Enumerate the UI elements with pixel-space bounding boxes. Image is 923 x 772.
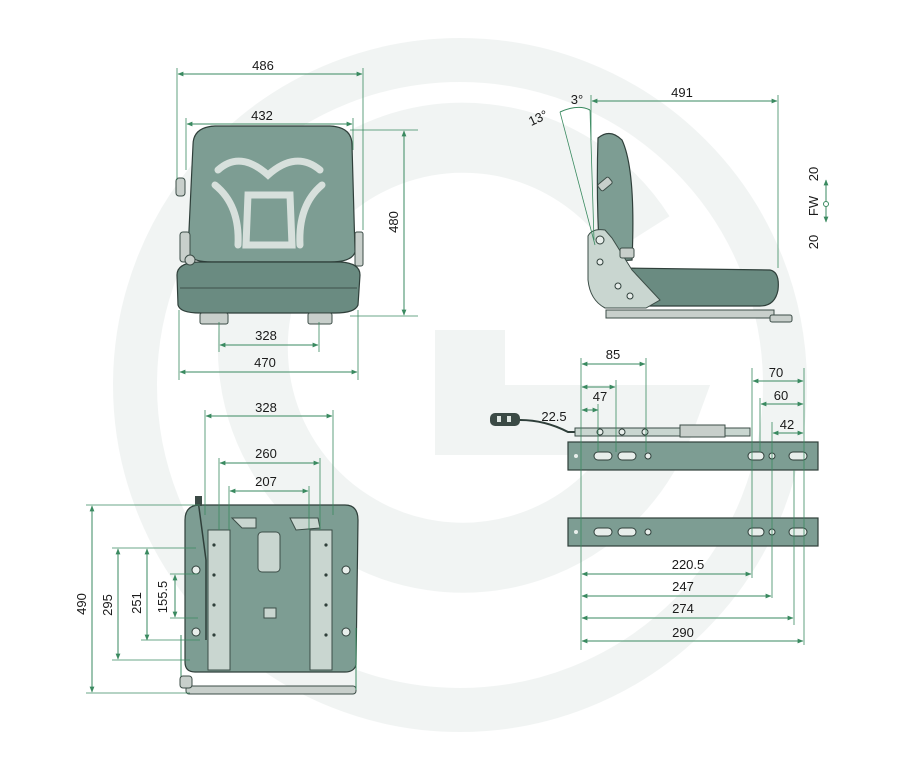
dim-155-5: 155.5 <box>155 581 170 614</box>
dim-490: 490 <box>74 593 89 615</box>
side-backrest <box>596 132 634 263</box>
dim-486: 486 <box>252 58 274 73</box>
dim-328-bottom: 328 <box>255 400 277 415</box>
rail-lever-handle <box>490 413 520 426</box>
dim-260: 260 <box>255 446 277 461</box>
left-rail <box>207 529 231 671</box>
dim-60: 60 <box>774 388 788 403</box>
fw-minus: 20 <box>806 235 821 249</box>
dim-70: 70 <box>769 365 783 380</box>
dim-42: 42 <box>780 417 794 432</box>
backrest-pattern <box>211 157 326 249</box>
seat-cushion <box>176 261 361 314</box>
side-rail <box>605 309 775 319</box>
angle-3: 3° <box>571 92 583 107</box>
dim-470: 470 <box>254 355 276 370</box>
right-rail <box>309 529 333 671</box>
dim-274: 274 <box>672 601 694 616</box>
dim-432: 432 <box>251 108 273 123</box>
side-bracket <box>587 229 661 309</box>
g-logo-watermark <box>113 38 807 732</box>
dim-220-5: 220.5 <box>672 557 705 572</box>
fw-label: FW <box>806 195 821 216</box>
dim-491: 491 <box>671 85 693 100</box>
dim-85: 85 <box>606 347 620 362</box>
dim-295: 295 <box>100 594 115 616</box>
dim-247: 247 <box>672 579 694 594</box>
rail-view: 85 47 22.5 70 60 42 220.5 247 274 290 <box>490 347 819 650</box>
dim-251: 251 <box>129 592 144 614</box>
dim-290: 290 <box>672 625 694 640</box>
front-bar <box>185 685 357 695</box>
dim-328-front: 328 <box>255 328 277 343</box>
bottom-view: 328 260 207 490 295 251 155.5 <box>74 400 359 695</box>
dim-207: 207 <box>255 474 277 489</box>
side-view: 491 13° 3° FW 20 20 <box>526 85 829 323</box>
dim-47: 47 <box>593 389 607 404</box>
adjust-lever <box>175 177 186 197</box>
dim-22-5: 22.5 <box>541 409 566 424</box>
fw-plus: 20 <box>806 167 821 181</box>
front-view: 486 432 480 328 470 <box>175 58 418 380</box>
dim-480: 480 <box>386 211 401 233</box>
